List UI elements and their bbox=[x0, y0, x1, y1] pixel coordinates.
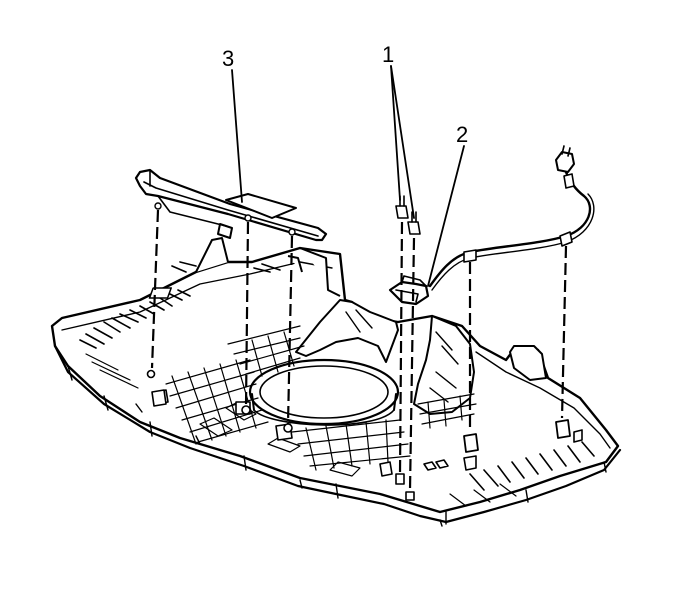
item-3-harness-bracket bbox=[134, 168, 328, 242]
callout-1: 1 bbox=[382, 42, 394, 67]
item-1-fasteners bbox=[395, 195, 421, 235]
alignment-lines-item-3 bbox=[150, 209, 294, 425]
floor-grid-right bbox=[267, 393, 477, 477]
floor-panel bbox=[50, 237, 622, 527]
callout-3: 3 bbox=[222, 46, 234, 71]
alignment-lines-item-1 bbox=[398, 221, 416, 491]
fasteners-cable bbox=[463, 419, 583, 471]
item-2-bracket bbox=[388, 275, 430, 306]
fasteners-item-3 bbox=[146, 369, 293, 433]
callout-2: 2 bbox=[456, 122, 468, 147]
leader-lines bbox=[231, 65, 465, 287]
antenna-cable bbox=[428, 145, 595, 291]
fasteners-item-1-lower bbox=[395, 473, 415, 501]
alignment-lines-cable bbox=[468, 245, 568, 432]
floor-grid-left bbox=[165, 325, 305, 445]
